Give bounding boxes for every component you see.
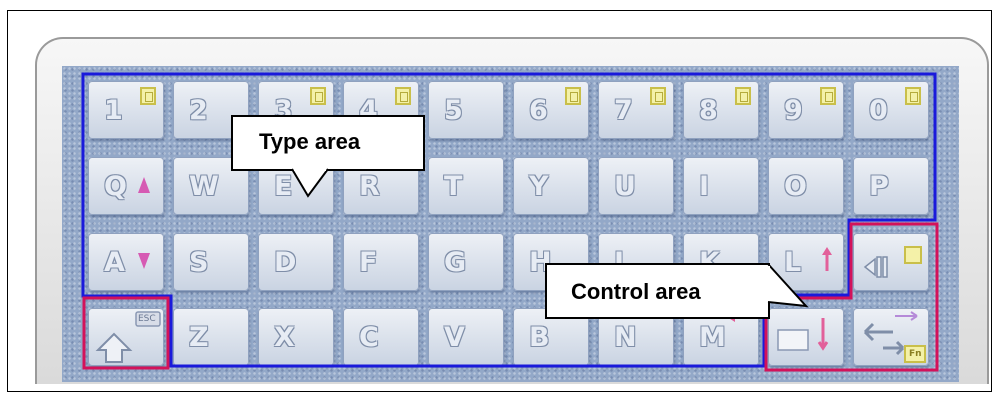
key-9[interactable]: 9 — [768, 81, 844, 139]
key-label: Q — [104, 171, 127, 202]
key-label: B — [529, 322, 550, 353]
key-label: 5 — [444, 95, 463, 126]
fn-key[interactable]: Fn — [853, 308, 929, 366]
key-5[interactable]: 5 — [428, 81, 504, 139]
key-label: 1 — [104, 95, 123, 126]
key-v[interactable]: V — [428, 308, 504, 366]
key-label: V — [444, 322, 465, 353]
key-u[interactable]: U — [598, 157, 674, 215]
key-c[interactable]: C — [343, 308, 419, 366]
key-label: 0 — [869, 95, 888, 126]
type-area-callout: Type area — [231, 115, 425, 171]
fn-label: Fn — [909, 349, 922, 359]
key-d[interactable]: D — [258, 233, 334, 291]
symbol-badge-icon — [310, 87, 326, 105]
key-label: P — [869, 171, 889, 202]
key-label: 8 — [699, 95, 718, 126]
key-6[interactable]: 6 — [513, 81, 589, 139]
key-q[interactable]: Q — [88, 157, 164, 215]
key-label: R — [359, 171, 380, 202]
symbol-badge-icon — [905, 87, 921, 105]
caret-down-icon — [138, 253, 150, 269]
key-z[interactable]: Z — [173, 308, 249, 366]
key-i[interactable]: I — [683, 157, 759, 215]
symbol-badge-icon — [735, 87, 751, 105]
key-label: Z — [189, 322, 209, 353]
key-label: 2 — [189, 95, 208, 126]
key-x[interactable]: X — [258, 308, 334, 366]
type-area-label: Type area — [259, 129, 361, 154]
key-label: T — [444, 171, 463, 202]
key-p[interactable]: P — [853, 157, 929, 215]
key-label: 7 — [614, 95, 633, 126]
key-label: S — [189, 247, 209, 278]
esc-label: ESC — [138, 314, 156, 324]
key-t[interactable]: T — [428, 157, 504, 215]
key-label: W — [189, 171, 219, 202]
key-7[interactable]: 7 — [598, 81, 674, 139]
symbol-badge-icon — [395, 87, 411, 105]
key-y[interactable]: Y — [513, 157, 589, 215]
backspace-key[interactable] — [853, 233, 929, 291]
key-label: Y — [529, 171, 549, 202]
arrow-up-icon — [822, 247, 832, 271]
symbol-badge-icon — [565, 87, 581, 105]
control-area-label: Control area — [571, 279, 701, 304]
key-label: N — [614, 322, 637, 353]
key-label: O — [784, 171, 807, 202]
key-label: M — [699, 322, 726, 353]
key-label: G — [444, 247, 467, 278]
key-label: I — [699, 171, 710, 202]
key-s[interactable]: S — [173, 233, 249, 291]
backspace-icon — [863, 246, 922, 278]
key-label: D — [274, 247, 297, 278]
control-area-callout: Control area — [545, 263, 770, 319]
symbol-badge-icon — [140, 87, 156, 105]
control-area-callout-tail — [766, 263, 809, 308]
key-a[interactable]: A — [88, 233, 164, 291]
shift-key[interactable]: ESC — [88, 308, 164, 366]
key-f[interactable]: F — [343, 233, 419, 291]
key-o[interactable]: O — [768, 157, 844, 215]
key-label: F — [359, 247, 378, 278]
key-label: U — [614, 171, 636, 202]
key-label: 9 — [784, 95, 803, 126]
symbol-badge-icon — [820, 87, 836, 105]
key-0[interactable]: 0 — [853, 81, 929, 139]
key-1[interactable]: 1 — [88, 81, 164, 139]
type-area-callout-tail — [291, 168, 329, 198]
key-8[interactable]: 8 — [683, 81, 759, 139]
symbol-badge-icon — [650, 87, 666, 105]
caret-up-icon — [138, 177, 150, 193]
key-label: X — [274, 322, 295, 353]
key-label: A — [104, 247, 125, 278]
key-g[interactable]: G — [428, 233, 504, 291]
key-label: 6 — [529, 95, 548, 126]
key-label: C — [359, 322, 379, 353]
